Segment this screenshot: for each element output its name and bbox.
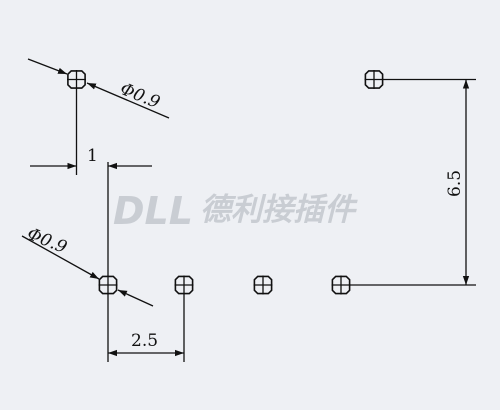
hole-top-right xyxy=(364,70,384,89)
hole-bottom-2 xyxy=(174,275,194,295)
row-spacing-dimension xyxy=(350,78,476,286)
watermark-brand: DLL xyxy=(113,189,193,233)
watermark: DLL 德利接插件 xyxy=(113,189,358,233)
diameter-leader-top xyxy=(27,58,170,119)
pitch-dimension xyxy=(107,294,185,362)
hole-bottom-1 xyxy=(98,275,118,295)
diameter-label-top: Φ0.9 xyxy=(117,79,163,113)
hole-bottom-3 xyxy=(253,275,273,295)
hole-bottom-4 xyxy=(331,275,351,295)
offset-dimension xyxy=(30,89,152,276)
offset-label: 1 xyxy=(87,146,98,166)
hole-top-left xyxy=(67,70,86,89)
watermark-chinese: 德利接插件 xyxy=(200,192,358,228)
diameter-leader-bottom xyxy=(21,235,154,307)
diameter-label-bottom: Φ0.9 xyxy=(24,224,70,258)
pitch-label: 2.5 xyxy=(131,331,158,351)
row-spacing-label: 6.5 xyxy=(445,170,465,197)
